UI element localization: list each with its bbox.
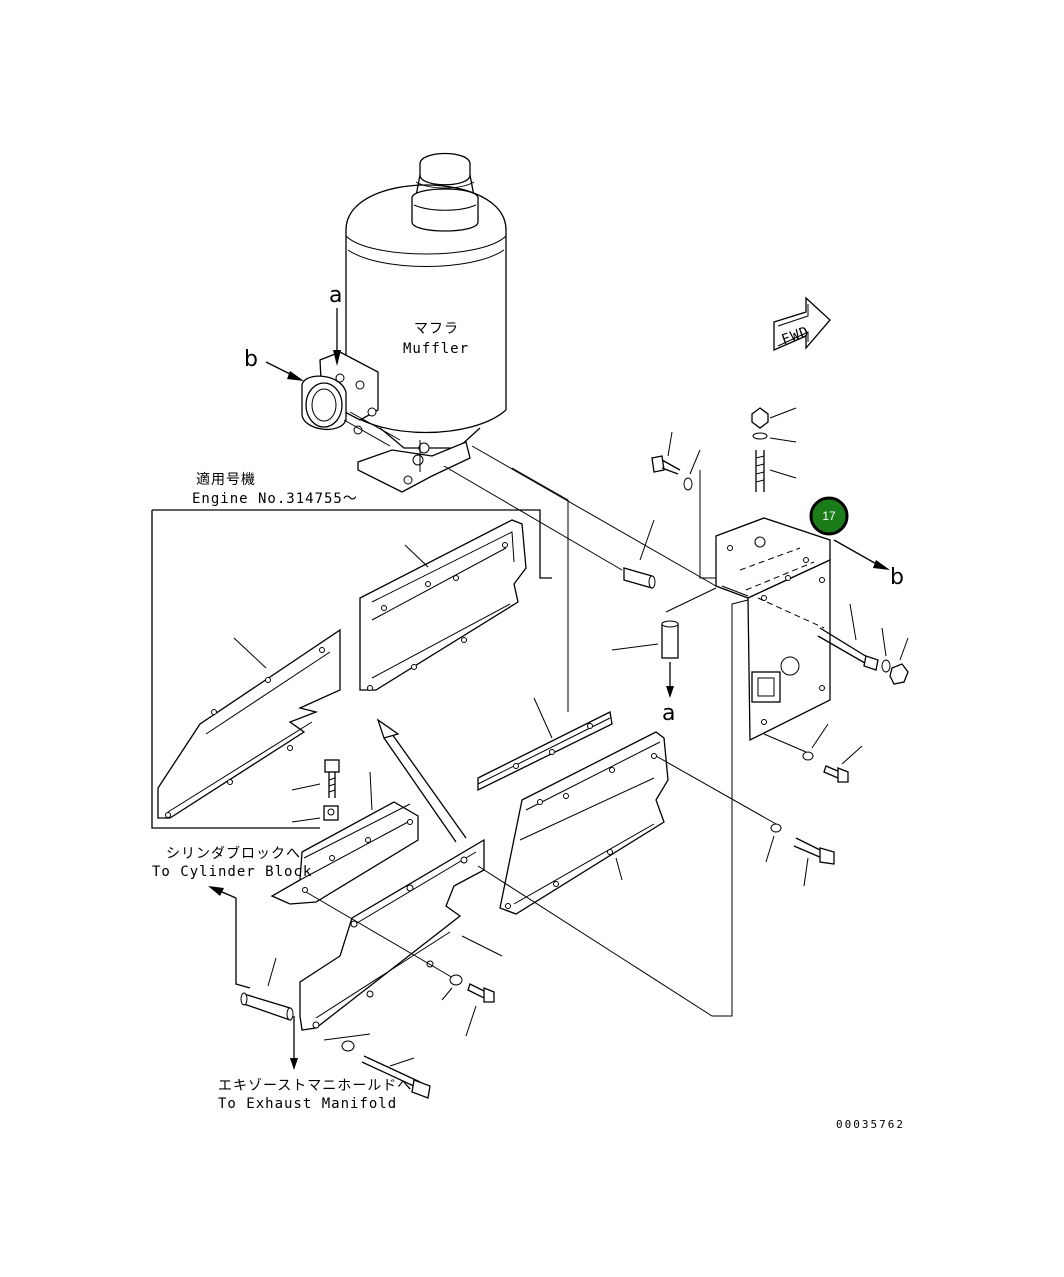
spacer-rod-lower (240, 992, 294, 1021)
arrow-a-top-label: a (329, 283, 342, 308)
exhaust-label-jp: エキゾーストマニホールドへ (218, 1078, 412, 1094)
heat-shield-lower (157, 628, 341, 819)
bolt-lower-right-1 (823, 765, 849, 783)
bolt-upper-left-bracket (651, 455, 681, 475)
heat-shield-bottom (299, 838, 485, 1031)
muffler-label-jp: マフラ (414, 321, 459, 337)
arrow-b-right-head (873, 560, 890, 570)
callout-number: 17 (822, 509, 836, 523)
cylinder-label-jp: シリンダブロックへ (166, 845, 301, 862)
arrow-a-bottom-label: a (662, 701, 675, 726)
nut-top (751, 407, 769, 429)
engine-number-label: Engine No.314755～ (192, 491, 358, 507)
arrow-b-right-label: b (890, 565, 904, 590)
bracket-lower-left (270, 801, 419, 905)
spacer-rod-upper (623, 567, 656, 589)
exhaust-label-en: To Exhaust Manifold (218, 1096, 397, 1112)
muffler-label-en: Muffler (403, 341, 469, 357)
long-bolt-bottom (361, 1055, 431, 1099)
cylinder-label-en: To Cylinder Block (152, 864, 312, 880)
bolt-lower-right-2 (793, 837, 835, 865)
stud-bolt (755, 450, 765, 492)
arrow-a-top-head (333, 350, 341, 366)
applicable-label-jp: 適用号機 (196, 471, 256, 488)
muffler (301, 152, 507, 493)
applicable-frame (151, 509, 552, 829)
bolt-bottom-center (467, 983, 495, 1003)
heat-shield-upper (359, 519, 527, 691)
arrow-b-left-label: b (244, 347, 258, 372)
fwd-arrow-icon (773, 296, 831, 351)
arrow-b-left-head (287, 371, 304, 381)
long-bolt-right (817, 627, 879, 671)
exhaust-arrow-head (290, 1058, 298, 1070)
heat-shield-center (499, 731, 669, 915)
nut-right (889, 663, 909, 685)
cylinder-arrow-head (208, 886, 224, 896)
bolt-left-vertical (324, 759, 340, 798)
spacer-rod-vertical (661, 620, 679, 659)
arrow-a-bottom-head (666, 686, 674, 698)
mounting-bracket (715, 517, 831, 742)
spacer-left (323, 805, 339, 821)
drawing-code: 00035762 (836, 1118, 905, 1131)
callout-17[interactable]: 17 (809, 496, 849, 536)
plate-center-lower (477, 711, 613, 792)
